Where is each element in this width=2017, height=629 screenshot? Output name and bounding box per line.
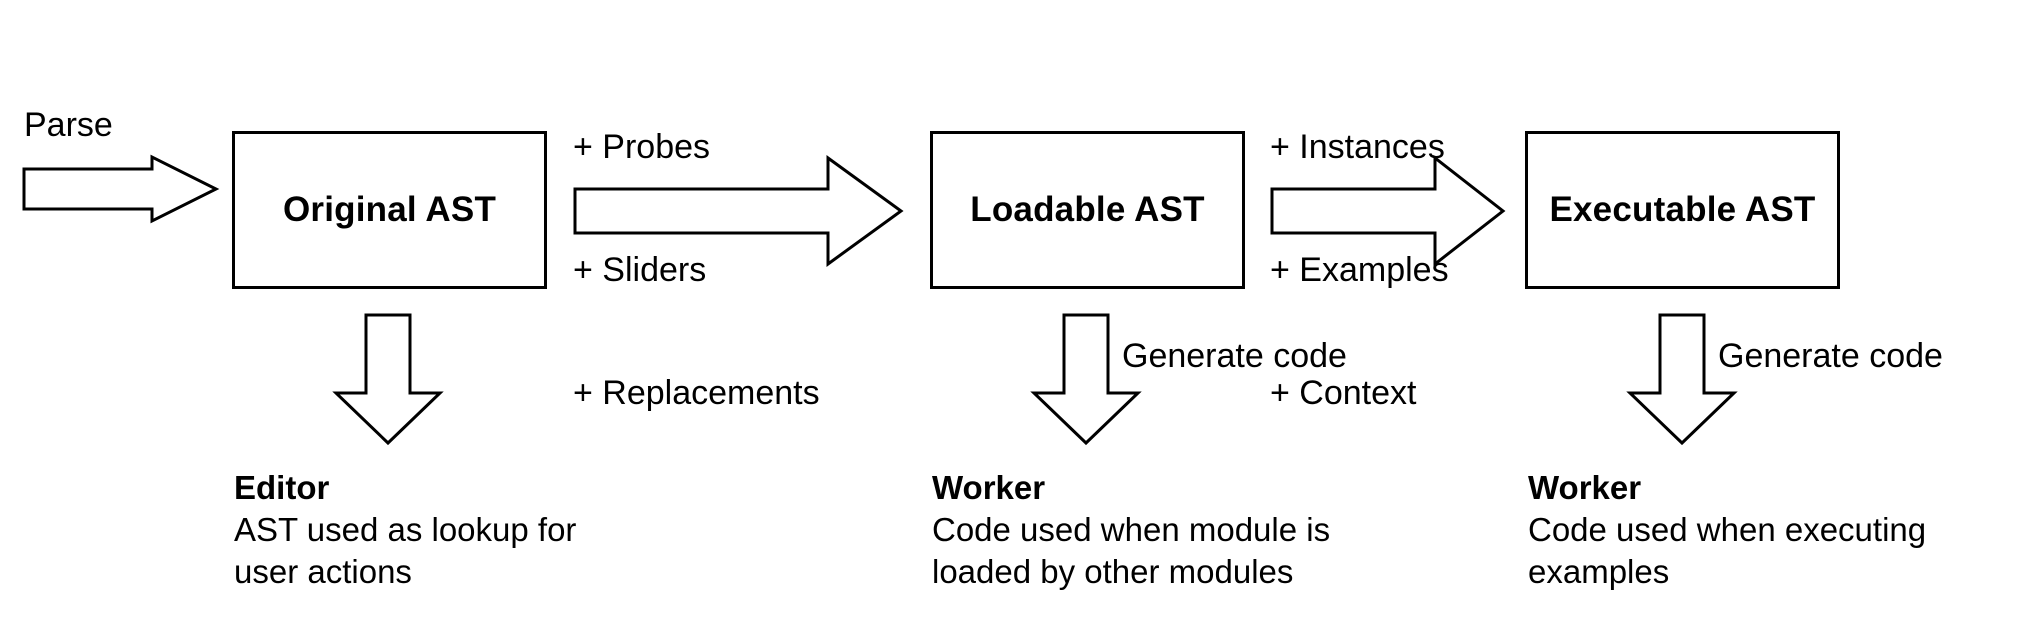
worker-executable-annotation: Worker Code used when executing examples	[1528, 467, 1926, 593]
worker-executable-annotation-body: Code used when executing examples	[1528, 511, 1927, 590]
worker-loadable-annotation: Worker Code used when module is loaded b…	[932, 467, 1330, 593]
parse-arrow-shape	[22, 154, 220, 224]
arrow-label-line-replacements: + Replacements	[573, 374, 820, 412]
stage-box-label-original-ast: Original AST	[282, 189, 497, 229]
arrow-label-line-sliders: + Sliders	[573, 251, 707, 289]
worker-loadable-annotation-title: Worker	[932, 469, 1046, 506]
stage-box-label-loadable-ast: Loadable AST	[970, 189, 1205, 229]
original-to-loadable-arrow-label: + Probes + Sliders + Replacements	[573, 45, 820, 496]
loadable-down-arrow-label: Generate code	[1122, 337, 1347, 375]
original-down-arrow-shape	[332, 313, 444, 446]
stage-box-loadable-ast[interactable]: Loadable AST	[930, 131, 1245, 289]
executable-down-arrow-shape	[1626, 313, 1738, 446]
original-to-loadable-arrow-shape	[573, 155, 904, 267]
parse-arrow-label: Parse	[24, 106, 113, 144]
stage-box-executable-ast[interactable]: Executable AST	[1525, 131, 1840, 289]
executable-down-arrow-label: Generate code	[1718, 337, 1943, 375]
editor-annotation-body: AST used as lookup for user actions	[234, 511, 577, 590]
stage-box-original-ast[interactable]: Original AST	[232, 131, 547, 289]
worker-loadable-annotation-body: Code used when module is loaded by other…	[932, 511, 1331, 590]
loadable-to-executable-arrow-label: + Instances + Examples + Context	[1270, 45, 1449, 496]
loadable-down-arrow-shape	[1030, 313, 1142, 446]
editor-annotation-title: Editor	[234, 469, 330, 506]
stage-box-label-executable-ast: Executable AST	[1549, 189, 1816, 229]
worker-executable-annotation-title: Worker	[1528, 469, 1642, 506]
arrow-label-line-examples: + Examples	[1270, 251, 1449, 289]
arrow-label-line-probes: + Probes	[573, 128, 711, 166]
editor-annotation: Editor AST used as lookup for user actio…	[234, 467, 576, 593]
arrow-label-line-context: + Context	[1270, 374, 1417, 412]
arrow-label-line-instances: + Instances	[1270, 128, 1445, 166]
loadable-to-executable-arrow-shape	[1270, 154, 1506, 268]
